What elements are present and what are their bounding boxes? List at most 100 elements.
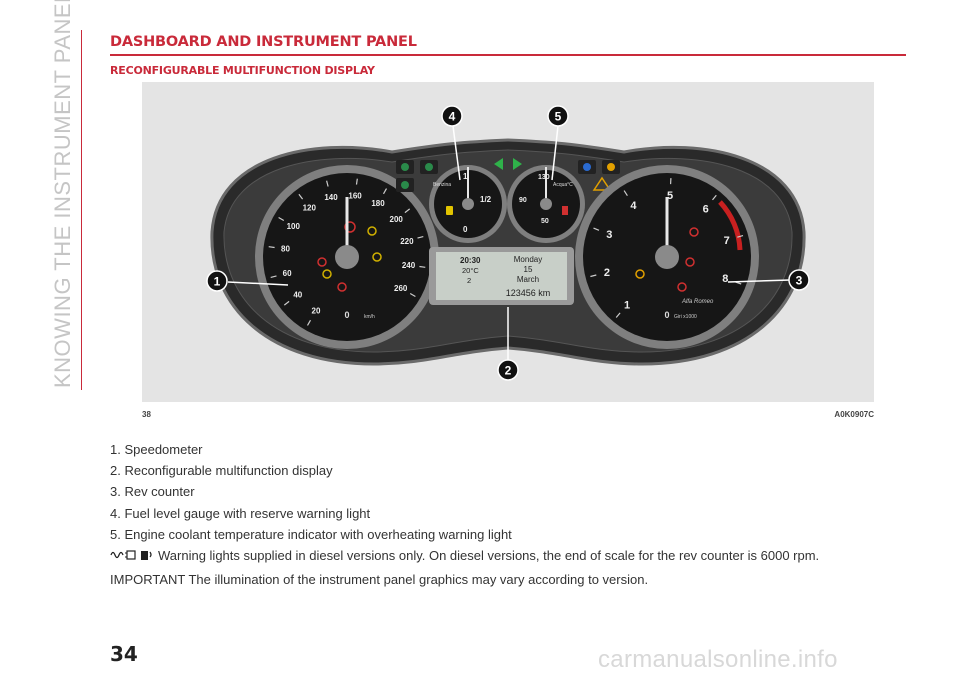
figure-code: A0K0907C [834, 410, 874, 419]
gauge-tick-mark [419, 265, 426, 268]
temp-tick-high: 130 [538, 174, 550, 181]
speedometer-unit: km/h [364, 314, 375, 320]
speedometer-warning-icons [317, 221, 382, 292]
display-temperature: 20°C [462, 266, 479, 275]
diesel-note: Warning lights supplied in diesel versio… [110, 548, 910, 564]
legend-item: 1. Speedometer [110, 442, 203, 457]
temp-tick-low: 50 [541, 218, 549, 225]
gauge-tick-label: 140 [324, 193, 338, 202]
callout-marker-1 [206, 270, 228, 292]
gauge-tick-label: 120 [303, 204, 317, 213]
callout-marker-4 [441, 105, 463, 127]
gauge-tick-mark [268, 246, 275, 249]
fuel-gauge-label: Benzina [433, 182, 451, 188]
callout-label-3: 3 [796, 274, 803, 288]
gauge-tick-label: 8 [722, 273, 728, 285]
rear-fog-lamp [607, 163, 615, 171]
sidelight-lamp [401, 181, 409, 189]
gauge-tick-mark [306, 319, 312, 326]
callout-label-4: 4 [449, 110, 456, 124]
temp-tick-mid: 90 [519, 197, 527, 204]
display-gear: 2 [467, 276, 471, 285]
gauge-tick-mark [623, 190, 628, 197]
gauge-tick-label: 220 [400, 237, 414, 246]
display-time: 20:30 [460, 256, 481, 265]
airbag-warning-icon [337, 282, 347, 292]
esc-warning-icon [372, 252, 382, 262]
page-number: 34 [110, 642, 138, 666]
gauge-tick-label: 260 [394, 284, 408, 293]
rev-counter-redline [718, 200, 743, 251]
display-date: 15 [524, 265, 533, 274]
callout-label-5: 5 [555, 110, 562, 124]
main-beam-lamp [583, 163, 591, 171]
callout-line-4 [452, 125, 461, 181]
coolant-overheat-icon [562, 206, 568, 215]
rev-counter-zero: 0 [664, 310, 669, 320]
display-day: Monday [514, 255, 542, 264]
gauge-tick-mark [326, 180, 329, 187]
diesel-note-text: Warning lights supplied in diesel versio… [158, 548, 820, 563]
water-in-fuel-icon [141, 551, 152, 561]
sidebar-rule [81, 30, 82, 390]
gauge-tick-mark [283, 300, 290, 306]
gauge-tick-mark [404, 208, 411, 214]
rev-counter-unit: Giri x1000 [674, 314, 697, 320]
callout-marker-3 [788, 269, 810, 291]
oil-pressure-icon [689, 227, 699, 237]
diesel-warning-icons [110, 549, 154, 564]
seatbelt-warning-icon [685, 257, 695, 267]
gauge-tick-mark [409, 292, 416, 298]
gauge-tick-label: 5 [667, 190, 673, 202]
front-fog-lamp [401, 163, 409, 171]
turn-right-icon [513, 158, 522, 170]
gauge-tick-label: 180 [371, 199, 385, 208]
sidebar-section-title: KNOWING THE INSTRUMENT PANEL [50, 0, 75, 388]
gauge-tick-label: 2 [604, 267, 610, 279]
gauge-tick-label: 80 [281, 245, 290, 254]
dipped-beam-lamp [425, 163, 433, 171]
engine-check-icon [635, 269, 645, 279]
temp-gauge-label: Acqua°C [553, 182, 573, 188]
title-rule [110, 54, 906, 56]
section-subtitle: RECONFIGURABLE MULTIFUNCTION DISPLAY [110, 64, 375, 77]
gauge-tick-label: 1 [624, 299, 630, 311]
callout-markers: 1 2 3 4 5 [206, 105, 810, 381]
turn-left-icon [494, 158, 503, 170]
gauge-tick-mark [590, 274, 597, 278]
battery-warning-icon [317, 257, 327, 267]
brake-warning-icon [344, 221, 356, 233]
legend-item: 5. Engine coolant temperature indicator … [110, 526, 512, 542]
callout-line-1 [227, 281, 289, 286]
callout-line-3 [727, 279, 791, 283]
gauge-tick-mark [615, 312, 621, 318]
legend-item: 4. Fuel level gauge with reserve warning… [110, 505, 371, 521]
gauge-tick-mark [712, 194, 717, 201]
abs-warning-icon [367, 226, 377, 236]
gauge-tick-label: 4 [630, 200, 637, 212]
gauge-tick-label: 7 [724, 235, 730, 247]
gauge-tick-label: 240 [402, 261, 416, 270]
callout-label-1: 1 [214, 275, 221, 289]
gauge-tick-label: 20 [312, 307, 321, 316]
rev-counter-hub [655, 245, 679, 269]
gauge-tick-mark [298, 193, 304, 200]
figure-number: 38 [142, 410, 151, 419]
fuel-tick-half: 1/2 [480, 195, 492, 204]
important-note: IMPORTANT The illumination of the instru… [110, 572, 649, 587]
callout-marker-2 [497, 359, 519, 381]
gauge-tick-label: 40 [293, 291, 302, 300]
gauge-tick-mark [737, 235, 744, 238]
gauge-tick-mark [417, 236, 424, 239]
page-title: DASHBOARD AND INSTRUMENT PANEL [110, 34, 417, 50]
temp-gauge-hub [540, 198, 552, 210]
fuel-tick-full: 1 [463, 172, 468, 181]
callout-marker-5 [547, 105, 569, 127]
gauge-tick-label: 100 [287, 222, 301, 231]
brand-logo-text: Alfa Romeo [681, 299, 714, 305]
speedometer-zero: 0 [344, 310, 349, 320]
watermark: carmanualsonline.info [598, 646, 838, 673]
